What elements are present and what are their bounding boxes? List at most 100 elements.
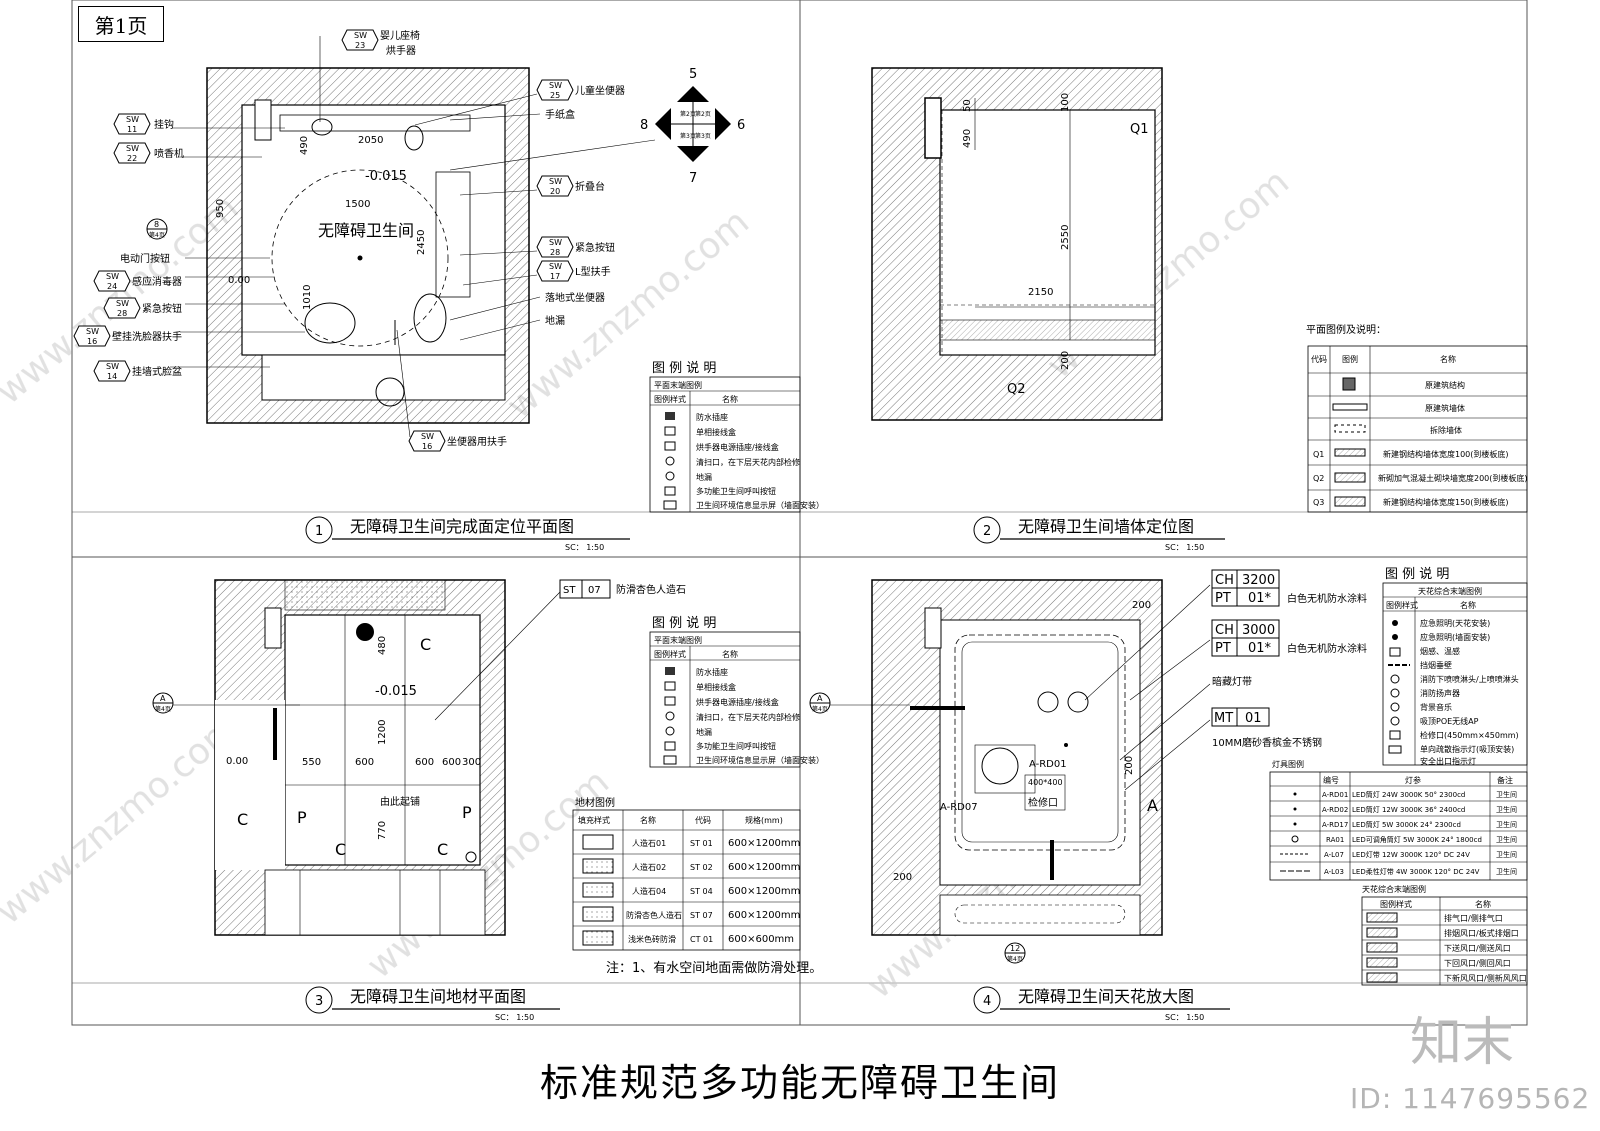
svg-text:LED柔性灯带 4W 3000K 120° DC 24V: LED柔性灯带 4W 3000K 120° DC 24V <box>1352 867 1480 876</box>
svg-text:www.znzmo.com: www.znzmo.com <box>0 707 246 932</box>
svg-text:600×1200mm: 600×1200mm <box>728 862 800 873</box>
svg-text:Q1: Q1 <box>1130 122 1149 137</box>
svg-text:22: 22 <box>127 154 137 163</box>
svg-text:人造石04: 人造石04 <box>632 886 666 896</box>
svg-text:24: 24 <box>107 282 117 291</box>
svg-text:原建筑墙体: 原建筑墙体 <box>1425 403 1465 413</box>
svg-text:SC： 1:50: SC： 1:50 <box>565 543 604 552</box>
plan-2-wall-layout: Q1 Q2 490 50 100 2550 2150 200 <box>871 67 1163 421</box>
svg-text:ST 07: ST 07 <box>690 911 713 920</box>
panel-title-4: 4 无障碍卫生间天花放大图 SC： 1:50 <box>973 986 1230 1022</box>
svg-text:LED筒灯 5W 3000K 24° 2300cd: LED筒灯 5W 3000K 24° 2300cd <box>1352 820 1461 829</box>
svg-text:卫生间: 卫生间 <box>1496 867 1517 876</box>
svg-text:卫生间: 卫生间 <box>1496 820 1517 829</box>
panel-title-2: 2 无障碍卫生间墙体定位图 SC： 1:50 <box>973 516 1225 552</box>
svg-text:应急照明(墙面安装): 应急照明(墙面安装) <box>1420 632 1490 642</box>
svg-text:紧急按钮: 紧急按钮 <box>142 302 182 315</box>
svg-text:单向疏散指示灯(吸顶安装): 单向疏散指示灯(吸顶安装) <box>1420 744 1514 754</box>
svg-text:01: 01 <box>1245 711 1262 726</box>
svg-text:填充样式: 填充样式 <box>578 815 610 825</box>
svg-text:安全出口指示灯: 安全出口指示灯 <box>1420 756 1476 766</box>
svg-text:0.00: 0.00 <box>226 756 248 767</box>
svg-text:600×1200mm: 600×1200mm <box>728 910 800 921</box>
panel-title-3: 3 无障碍卫生间地材平面图 SC： 1:50 <box>305 986 560 1022</box>
page-label: 第1页 <box>78 6 164 42</box>
compass-index: 第2页 第2页 第3页 第3页 5 6 7 8 <box>640 67 745 186</box>
svg-text:下回风口/侧回风口: 下回风口/侧回风口 <box>1444 958 1511 968</box>
svg-text:地漏: 地漏 <box>545 314 565 327</box>
svg-text:无障碍卫生间天花放大图: 无障碍卫生间天花放大图 <box>1018 987 1194 1006</box>
svg-text:600×1200mm: 600×1200mm <box>728 838 800 849</box>
svg-text:A-RD02: A-RD02 <box>1322 806 1348 814</box>
svg-text:吸顶POE无线AP: 吸顶POE无线AP <box>1420 716 1479 726</box>
svg-text:200: 200 <box>893 872 912 883</box>
svg-text:600: 600 <box>442 757 461 768</box>
svg-text:1500: 1500 <box>345 199 370 210</box>
svg-text:手纸盒: 手纸盒 <box>545 108 575 121</box>
svg-text:图 例 说 明: 图 例 说 明 <box>652 361 716 376</box>
svg-text:防滑杏色人造石: 防滑杏色人造石 <box>616 583 686 596</box>
svg-text:A-RD07: A-RD07 <box>940 802 978 813</box>
svg-text:代码: 代码 <box>695 815 711 825</box>
svg-text:第4页: 第4页 <box>149 231 165 239</box>
svg-text:11: 11 <box>127 125 137 134</box>
svg-text:A: A <box>160 694 166 703</box>
svg-text:多功能卫生间呼叫按钮: 多功能卫生间呼叫按钮 <box>696 741 776 751</box>
svg-text:770: 770 <box>377 821 388 840</box>
svg-text:A-RD17: A-RD17 <box>1322 821 1348 829</box>
svg-text:SC： 1:50: SC： 1:50 <box>1165 543 1204 552</box>
svg-text:950: 950 <box>215 199 226 218</box>
svg-text:LED筒灯 24W 3000K 50° 2300cd: LED筒灯 24W 3000K 50° 2300cd <box>1352 790 1465 799</box>
svg-text:A-RD01: A-RD01 <box>1322 791 1348 799</box>
svg-text:550: 550 <box>302 757 321 768</box>
svg-text:图例: 图例 <box>1342 354 1358 364</box>
svg-text:由此起铺: 由此起铺 <box>380 795 420 808</box>
svg-text:白色无机防水涂料: 白色无机防水涂料 <box>1287 642 1367 655</box>
svg-text:图例样式: 图例样式 <box>1380 899 1412 909</box>
svg-text:SC： 1:50: SC： 1:50 <box>1165 1013 1204 1022</box>
svg-text:挂钩: 挂钩 <box>154 118 174 131</box>
svg-text:100: 100 <box>1060 93 1071 112</box>
svg-text:8: 8 <box>154 220 159 229</box>
svg-text:28: 28 <box>550 248 560 257</box>
svg-text:01*: 01* <box>1248 591 1272 606</box>
svg-text:图例样式: 图例样式 <box>654 394 686 404</box>
svg-text:新砌加气混凝土砌块墙宽度200(到楼板底): 新砌加气混凝土砌块墙宽度200(到楼板底) <box>1378 473 1528 483</box>
svg-text:SW: SW <box>549 177 562 186</box>
svg-text:新建钢结构墙体宽度150(到楼板底): 新建钢结构墙体宽度150(到楼板底) <box>1383 497 1509 507</box>
svg-text:A-RD01: A-RD01 <box>1029 759 1067 770</box>
svg-text:地漏: 地漏 <box>696 727 712 737</box>
svg-text:SW: SW <box>86 327 99 336</box>
svg-text:紧急按钮: 紧急按钮 <box>575 241 615 254</box>
vent-table: 天花综合末端图例 图例样式 名称 排气口/侧排气口 排烟风口/板式排烟口 下送风… <box>1361 884 1528 986</box>
svg-text:灯参: 灯参 <box>1405 775 1421 785</box>
svg-text:无障碍卫生间地材平面图: 无障碍卫生间地材平面图 <box>350 987 526 1006</box>
svg-text:C: C <box>335 840 346 859</box>
svg-text:清扫口，在下层天花内部检修: 清扫口，在下层天花内部检修 <box>696 712 800 722</box>
svg-text:原建筑结构: 原建筑结构 <box>1425 380 1465 390</box>
svg-text:600×600mm: 600×600mm <box>728 934 794 945</box>
svg-text:01*: 01* <box>1248 641 1272 656</box>
svg-text:200: 200 <box>1132 600 1151 611</box>
panel-title-1: 1 无障碍卫生间完成面定位平面图 SC： 1:50 <box>305 516 630 552</box>
svg-text:Q3: Q3 <box>1313 498 1324 507</box>
svg-text:人造石01: 人造石01 <box>632 838 666 848</box>
svg-text:平面末端图例: 平面末端图例 <box>654 635 702 645</box>
svg-text:名称: 名称 <box>1460 600 1476 610</box>
svg-text:LED灯带 12W 3000K 120° DC 24V: LED灯带 12W 3000K 120° DC 24V <box>1352 850 1470 859</box>
svg-text:600: 600 <box>355 757 374 768</box>
svg-text:折叠台: 折叠台 <box>575 180 605 193</box>
svg-text:人造石02: 人造石02 <box>632 862 666 872</box>
svg-text:P: P <box>297 808 307 827</box>
svg-text:检修口(450mm×450mm): 检修口(450mm×450mm) <box>1420 730 1519 740</box>
svg-text:SW: SW <box>126 144 139 153</box>
svg-text:PT: PT <box>1215 641 1231 656</box>
svg-text:卫生间环境信息显示屏（墙面安装）: 卫生间环境信息显示屏（墙面安装） <box>696 500 824 510</box>
svg-text:平面末端图例: 平面末端图例 <box>654 380 702 390</box>
material-table: 地材图例 填充样式 名称 代码 规格(mm) 人造石01 人造石02 人造石04… <box>572 796 822 976</box>
svg-text:第2页: 第2页 <box>680 110 696 118</box>
svg-text:600×1200mm: 600×1200mm <box>728 886 800 897</box>
svg-text:ST 02: ST 02 <box>690 863 713 872</box>
svg-text:第3页: 第3页 <box>680 132 696 140</box>
